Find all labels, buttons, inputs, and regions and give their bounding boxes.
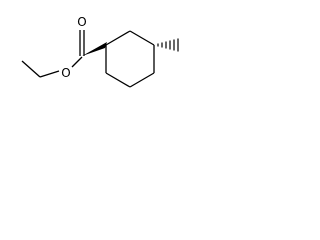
bond-ch2-o — [39, 70, 60, 78]
ring-bond-c5-c6 — [105, 72, 131, 88]
bond-o-carbonyl-carbon — [71, 56, 83, 68]
chemical-structure: O O — [21, 15, 179, 88]
ring-bond-c4-c5 — [129, 72, 155, 88]
ester-oxygen-label: O — [61, 66, 70, 80]
hashed-bond-methyl — [157, 38, 179, 52]
carbonyl-oxygen-label: O — [77, 15, 86, 29]
wedge-bond-carbonyl-ring — [82, 42, 107, 56]
ring-bond-c1-c2 — [105, 30, 131, 46]
bond-ch3-ch2 — [21, 60, 41, 78]
ring-bond-c2-c3 — [129, 30, 155, 46]
